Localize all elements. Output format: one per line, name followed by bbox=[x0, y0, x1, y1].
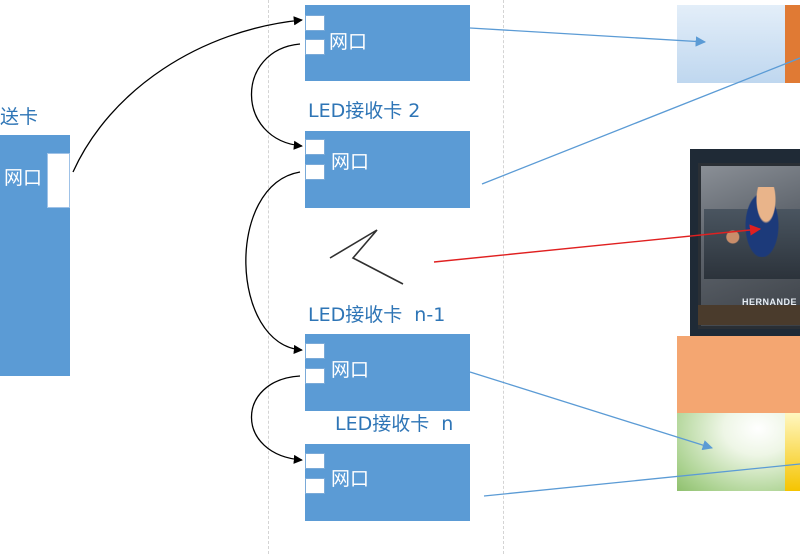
chain-arrow-cardn1-to-cardn bbox=[251, 375, 303, 464]
map-line-card1 bbox=[469, 27, 707, 47]
sender-card-title: 送卡 bbox=[0, 106, 39, 128]
photo-ground bbox=[698, 305, 800, 325]
break-symbol-icon bbox=[329, 229, 404, 285]
receiver-port-label: 网口 bbox=[329, 31, 368, 53]
port-square-top bbox=[305, 139, 325, 155]
receiver-port-label: 网口 bbox=[331, 151, 370, 173]
divider-left bbox=[268, 0, 269, 554]
photo-banner: HERNANDE bbox=[742, 297, 798, 307]
screen-panel-bottom-right bbox=[785, 413, 800, 491]
receiver-port-label: 网口 bbox=[331, 359, 370, 381]
receiver-card-n-1-title: LED接收卡 n-1 bbox=[308, 304, 446, 326]
map-line-card2 bbox=[481, 57, 800, 185]
map-line-cardn1 bbox=[469, 371, 713, 451]
screen-panel-middle bbox=[677, 336, 800, 413]
chain-arrow-card1-to-card2 bbox=[251, 43, 303, 150]
receiver-port-label: 网口 bbox=[331, 468, 370, 490]
receiver-card-n-1: 网口 bbox=[305, 334, 470, 411]
sender-port-tab bbox=[47, 153, 70, 208]
receiver-card-n-title: LED接收卡 n bbox=[335, 413, 454, 435]
receiver-card-2-title: LED接收卡 2 bbox=[308, 100, 421, 122]
divider-right bbox=[503, 0, 504, 554]
port-square-bottom bbox=[305, 39, 325, 55]
screen-panel-top-right bbox=[785, 5, 800, 83]
chain-arrow-card2-to-cardn1 bbox=[245, 171, 303, 354]
receiver-card-1: 网口 bbox=[305, 5, 470, 81]
port-square-top bbox=[305, 15, 325, 31]
port-square-top bbox=[305, 453, 325, 469]
chain-arrow-sender-to-card1 bbox=[72, 16, 303, 173]
map-line-cardn bbox=[483, 463, 800, 497]
receiver-card-2: 网口 bbox=[305, 131, 470, 208]
sender-port-label: 网口 bbox=[4, 167, 43, 189]
map-line-break bbox=[433, 224, 762, 263]
port-square-bottom bbox=[305, 368, 325, 384]
port-square-bottom bbox=[305, 478, 325, 494]
screen-panel-top-left bbox=[677, 5, 785, 83]
sender-card: 网口 bbox=[0, 135, 70, 376]
receiver-card-n: 网口 bbox=[305, 444, 470, 521]
screen-photo-panel: HERNANDE bbox=[690, 149, 800, 336]
screen-panel-bottom-left bbox=[677, 413, 785, 491]
port-square-bottom bbox=[305, 164, 325, 180]
photo-athlete bbox=[742, 187, 782, 257]
port-square-top bbox=[305, 343, 325, 359]
